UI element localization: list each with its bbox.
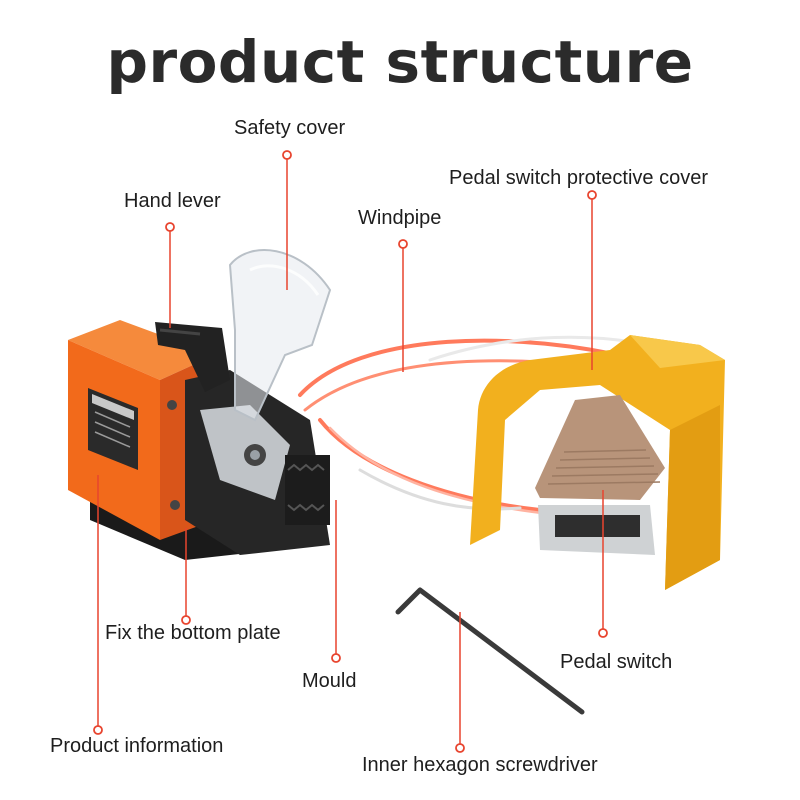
marker-pedal-switch xyxy=(598,628,608,638)
bottom-plate xyxy=(90,478,320,560)
marker-product-information xyxy=(93,725,103,735)
marker-bottom-plate xyxy=(181,615,191,625)
label-windpipe: Windpipe xyxy=(358,207,442,229)
label-hand-lever: Hand lever xyxy=(124,190,221,212)
label-pedal-cover: Pedal switch protective cover xyxy=(449,167,709,189)
leader-markers xyxy=(93,150,608,753)
pedal-protective-cover xyxy=(470,335,725,590)
hand-lever xyxy=(155,322,230,392)
marker-hand-lever xyxy=(165,222,175,232)
crimping-machine xyxy=(68,249,332,560)
label-safety-cover: Safety cover xyxy=(234,117,346,139)
hex-key xyxy=(395,587,585,715)
marker-windpipe xyxy=(398,239,408,249)
label-product-information: Product information xyxy=(50,735,224,757)
label-mould: Mould xyxy=(302,670,357,692)
marker-safety-cover xyxy=(282,150,292,160)
label-hex-screwdriver: Inner hexagon screwdriver xyxy=(362,754,598,776)
marker-hex-screwdriver xyxy=(455,743,465,753)
page-title: product structure xyxy=(106,28,694,96)
marker-mould xyxy=(331,653,341,663)
label-pedal-switch: Pedal switch xyxy=(560,651,673,673)
label-fix-bottom-plate: Fix the bottom plate xyxy=(105,622,281,644)
safety-cover xyxy=(228,249,332,422)
windpipe-hoses xyxy=(298,335,652,517)
leader-lines xyxy=(97,155,604,748)
marker-pedal-cover xyxy=(587,190,597,200)
foot-pedal xyxy=(470,335,725,590)
